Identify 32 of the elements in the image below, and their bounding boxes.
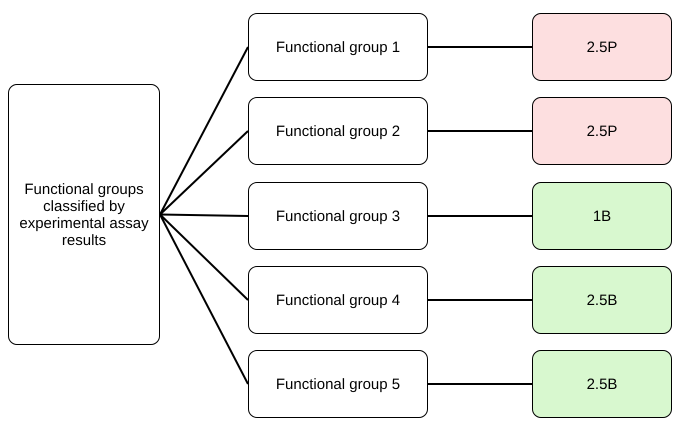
group-box: [248, 350, 428, 418]
connector-line: [159, 214, 249, 384]
connector-line: [428, 215, 532, 217]
connector-line: [428, 130, 532, 132]
result-box: [532, 97, 672, 165]
box-label: Functional group 4: [274, 292, 402, 308]
connector-line: [159, 130, 249, 216]
group-box: [248, 13, 428, 81]
connector-line: [160, 214, 248, 217]
result-box: [532, 266, 672, 334]
group-box: [248, 266, 428, 334]
box-label: Functional groups classified by experimental assay results: [18, 180, 150, 248]
connector-line: [159, 214, 249, 301]
connector-line: [428, 383, 532, 385]
connector-line: [159, 46, 249, 215]
result-box: [532, 350, 672, 418]
box-label: 2.5B: [586, 292, 618, 308]
box-label: 2.5P: [586, 122, 618, 140]
box-label: Functional group 3: [274, 208, 402, 224]
group-box: [248, 182, 428, 250]
connector-line: [428, 46, 532, 48]
category-box: [8, 84, 160, 345]
connector-line: [428, 299, 532, 301]
box-label: Functional group 1: [274, 38, 402, 56]
box-label: 1B: [592, 208, 612, 224]
result-box: [532, 13, 672, 81]
box-label: 2.5B: [586, 376, 618, 392]
box-label: 2.5P: [586, 38, 618, 56]
box-label: Functional group 2: [274, 122, 402, 140]
result-box: [532, 182, 672, 250]
group-box: [248, 97, 428, 165]
box-label: Functional group 5: [274, 376, 402, 392]
